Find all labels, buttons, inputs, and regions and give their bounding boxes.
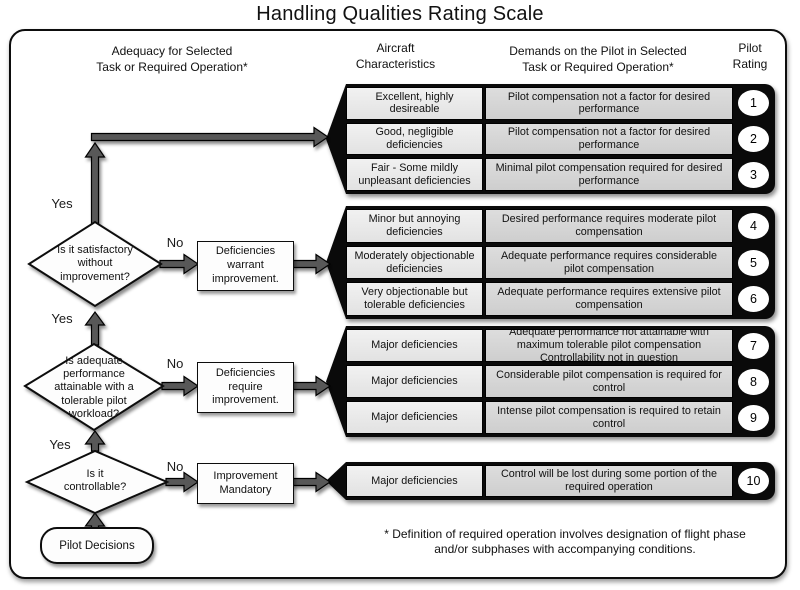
yes-label: Yes [51,311,73,326]
rating-badge: 2 [738,126,769,152]
decision-diamond-adequate-performance [23,342,165,432]
arrow-yes-diamond2-to-diamond1 [84,310,106,346]
rating-group-1-3-band: Excellent, highly desireable Pilot compe… [326,84,775,194]
table-row: Very objectionable but tolerable deficie… [346,282,772,317]
pilot-demands-cell: Pilot compensation not a factor for desi… [485,87,733,120]
rating-badge: 9 [738,404,769,431]
rating-badge: 4 [738,212,769,239]
rating-cell: 8 [735,365,772,398]
rating-group-10: Major deficiencies Control will be lost … [326,462,775,500]
column-header-aircraft-characteristics: Aircraft Characteristics [355,41,436,71]
aircraft-characteristics-cell: Very objectionable but tolerable deficie… [346,282,483,317]
table-row: Moderately objectionable deficiencies Ad… [346,245,772,280]
decision-diamond-satisfactory [27,220,163,308]
pilot-demands-cell: Intense pilot compensation is required t… [485,401,733,434]
pilot-demands-cell: Minimal pilot compensation required for … [485,158,733,192]
column-header-pilot-rating: Pilot Rating [732,41,768,71]
footnote: * Definition of required operation invol… [384,527,746,556]
rating-cell: 5 [735,246,772,280]
rating-cell: 9 [735,401,772,434]
rating-badge: 8 [738,368,769,395]
decision-diamond-controllable-label: Is it controllable? [63,467,127,493]
pilot-demands-cell: Adequate performance not attainable with… [485,329,733,362]
rating-cell: 2 [735,123,772,156]
table-row: Major deficiencies Control will be lost … [346,465,772,497]
process-box-deficiencies-warrant-improvement: Deficiencies warrant improvement. [197,241,294,291]
process-box-deficiencies-require-improvement: Deficiencies require improvement. [197,362,294,413]
rating-group-7-9-band: Major deficiencies Adequate performance … [326,326,775,437]
arrow-yes-to-top [84,141,106,225]
rating-cell: 4 [735,209,772,243]
page-title: Handling Qualities Rating Scale [256,3,544,25]
pilot-demands-cell: Pilot compensation not a factor for desi… [485,122,733,156]
pilot-demands-cell: Desired performance requires moderate pi… [485,209,733,243]
rating-cell: 6 [735,282,772,316]
rating-group-4-6: Minor but annoying deficiencies Desired … [326,206,775,319]
process-box-improvement-mandatory: Improvement Mandatory [197,463,294,504]
no-label: No [166,459,184,474]
no-label: No [166,235,184,250]
decision-diamond-satisfactory-label: Is it satisfactory without improvement? [57,244,133,283]
arrow-yes-diamond3-to-diamond2 [84,429,106,452]
table-row: Major deficiencies Adequate performance … [346,329,772,362]
aircraft-characteristics-cell: Fair - Some mildly unpleasant deficienci… [346,158,483,192]
aircraft-characteristics-cell: Excellent, highly desireable [346,87,483,120]
column-header-adequacy: Adequacy for Selected Task or Required O… [96,44,248,74]
decision-diamond-adequate-performance-label: Is adequate performance attainable with … [54,355,134,420]
arrow-box3-to-group-4 [291,471,332,493]
table-row: Major deficiencies Considerable pilot co… [346,365,772,398]
rating-group-7-9: Major deficiencies Adequate performance … [326,326,775,437]
arrow-no-1 [159,253,200,275]
aircraft-characteristics-cell: Moderately objectionable deficiencies [346,245,483,280]
rating-cell: 3 [735,158,772,191]
table-row: Minor but annoying deficiencies Desired … [346,209,772,243]
pilot-demands-cell: Considerable pilot compensation is requi… [485,365,733,398]
arrow-no-2 [161,375,200,397]
table-row: Fair - Some mildly unpleasant deficienci… [346,158,772,192]
rating-group-10-band: Major deficiencies Control will be lost … [326,462,775,500]
aircraft-characteristics-cell: Good, negligible deficiencies [346,122,483,156]
aircraft-characteristics-cell: Major deficiencies [346,329,483,362]
table-row: Excellent, highly desireable Pilot compe… [346,87,772,120]
rating-group-1-3: Excellent, highly desireable Pilot compe… [326,84,775,194]
rating-badge: 3 [738,161,769,188]
arrow-box2-to-group-3 [291,375,332,397]
decision-diamond-controllable [24,449,170,515]
pilot-demands-cell: Adequate performance requires extensive … [485,282,733,317]
rating-badge: 5 [738,249,769,276]
rating-cell: 10 [735,465,772,497]
table-row: Good, negligible deficiencies Pilot comp… [346,122,772,156]
table-row: Major deficiencies Intense pilot compens… [346,401,772,434]
rating-cell: 1 [735,87,772,120]
yes-label: Yes [49,437,71,452]
rating-badge: 6 [738,286,769,313]
aircraft-characteristics-cell: Major deficiencies [346,365,483,398]
arrow-no-3 [165,471,200,493]
arrow-box1-to-group-2 [291,253,332,275]
rating-badge: 7 [738,332,769,359]
aircraft-characteristics-cell: Major deficiencies [346,465,483,497]
pilot-demands-cell: Control will be lost during some portion… [485,465,733,497]
aircraft-characteristics-cell: Minor but annoying deficiencies [346,209,483,243]
aircraft-characteristics-cell: Major deficiencies [346,401,483,434]
rating-badge: 1 [738,90,769,117]
yes-label: Yes [51,196,73,211]
terminal-pilot-decisions: Pilot Decisions [40,527,154,564]
no-label: No [166,356,184,371]
rating-cell: 7 [735,329,772,362]
arrow-to-group-1 [90,126,330,148]
rating-group-4-6-band: Minor but annoying deficiencies Desired … [326,206,775,319]
rating-badge: 10 [738,468,769,494]
pilot-demands-cell: Adequate performance requires considerab… [485,245,733,280]
column-header-demands-on-pilot: Demands on the Pilot in Selected Task or… [509,44,687,74]
arrow-pilot-decisions-to-diamond3 [84,511,106,529]
